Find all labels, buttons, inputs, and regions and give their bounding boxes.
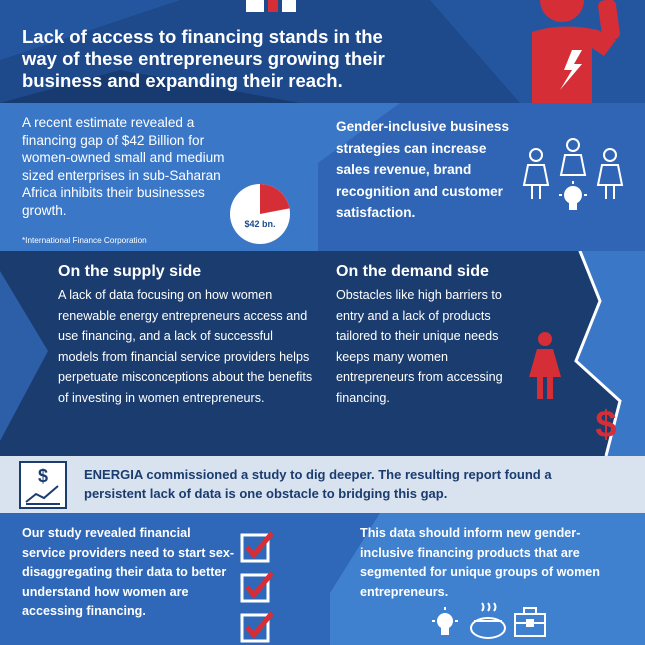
briefcase-icon [514,607,546,637]
checkbox-icon [240,571,274,603]
supply-side-title: On the supply side [58,263,202,280]
financing-gap-text: A recent estimate revealed a financing g… [22,115,225,218]
gender-inclusive-text: Gender-inclusive business strategies can… [336,119,510,220]
headline-text: Lack of access to financing stands in th… [22,26,385,91]
woman-red-icon [529,332,561,399]
pot-icon [470,602,506,639]
lightbulb-icon [432,607,458,635]
supply-demand-section: On the supply side A lack of data focusi… [0,251,645,456]
inform-text: This data should inform new gender-inclu… [360,526,600,599]
supply-demand-background [0,251,645,456]
woman-raised-fist-icon [532,0,620,103]
pie-label: $42 bn. [244,219,276,229]
supply-side-text: A lack of data focusing on how women ren… [58,288,313,405]
financing-gap-section: A recent estimate revealed a financing g… [0,103,645,251]
dollar-sign-icon: $ [595,404,616,445]
svg-text:$: $ [38,466,48,486]
financing-background-shapes [0,103,645,251]
pie-slice-red [260,184,290,214]
demand-side-text: Obstacles like high barriers to entry an… [336,288,503,405]
study-results-text: Our study revealed financial service pro… [22,526,235,618]
checkbox-list-icon [240,531,274,643]
svg-text:$: $ [595,404,616,445]
study-banner-text: ENERGIA commissioned a study to dig deep… [84,467,552,501]
women-group-icon [522,138,624,199]
checkbox-icon [240,531,274,563]
study-results-section: Our study revealed financial service pro… [0,513,645,645]
checkbox-icon [240,611,274,643]
study-banner-section: $ ENERGIA commissioned a study to dig de… [0,456,645,513]
pie-chart-icon [230,184,290,244]
lightbulb-icon [559,181,587,210]
source-note: *International Finance Corporation [22,236,147,245]
money-graph-icon: $ [19,461,67,509]
headline-section: Lack of access to financing stands in th… [0,0,645,103]
demand-side-title: On the demand side [336,263,489,280]
results-background [0,513,645,645]
